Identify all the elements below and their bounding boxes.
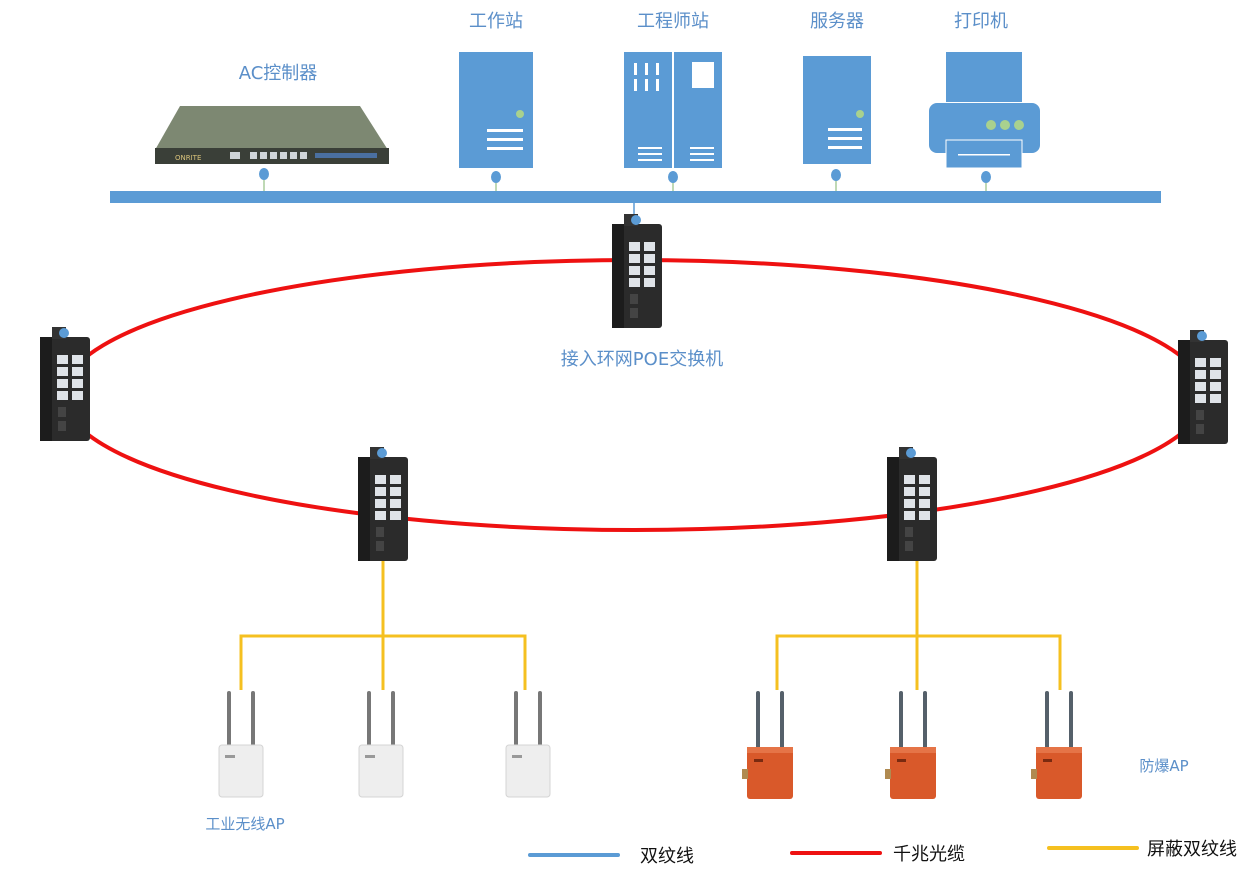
explosion-proof-ap-2 (885, 691, 936, 799)
ring-switch-left (40, 327, 90, 441)
bus-connectors (259, 168, 991, 192)
engineer-station-device (624, 52, 722, 168)
explosion-proof-ap-3 (1031, 691, 1082, 799)
twisted-pair-bus (110, 191, 1161, 203)
server-label: 服务器 (810, 11, 864, 32)
printer-device (929, 52, 1040, 169)
shielded-twisted-pair-left (239, 561, 527, 690)
ring-switch-label: 接入环网POE交换机 (561, 349, 723, 370)
engineer-station-label: 工程师站 (637, 11, 709, 32)
ring-switch-top (612, 214, 662, 328)
ac-brand-logo: ONRITE (175, 154, 201, 162)
legend-label-twisted-pair: 双纹线 (640, 846, 694, 867)
ring-switch-bottom-right (887, 447, 937, 561)
industrial-ap-1 (218, 690, 264, 798)
workstation-device (459, 52, 533, 168)
industrial-ap-2 (358, 690, 404, 798)
industrial-ap-label: 工业无线AP (205, 815, 284, 833)
ring-switch-bottom-left (358, 447, 408, 561)
shielded-twisted-pair-right (775, 561, 1062, 690)
workstation-label: 工作站 (469, 11, 523, 32)
printer-label: 打印机 (954, 11, 1008, 32)
legend-label-fiber: 千兆光缆 (893, 844, 965, 865)
legend-label-shielded: 屏蔽双纹线 (1147, 839, 1237, 860)
ring-switch-right (1178, 330, 1228, 444)
explosion-proof-ap-1 (742, 691, 793, 799)
ac-controller-device: ONRITE (155, 106, 389, 164)
explosion-proof-ap-label: 防爆AP (1139, 757, 1188, 775)
industrial-ap-3 (505, 690, 551, 798)
legend: 双纹线 千兆光缆 屏蔽双纹线 (528, 839, 1237, 867)
ac-controller-label: AC控制器 (239, 63, 318, 84)
server-device (803, 56, 871, 164)
